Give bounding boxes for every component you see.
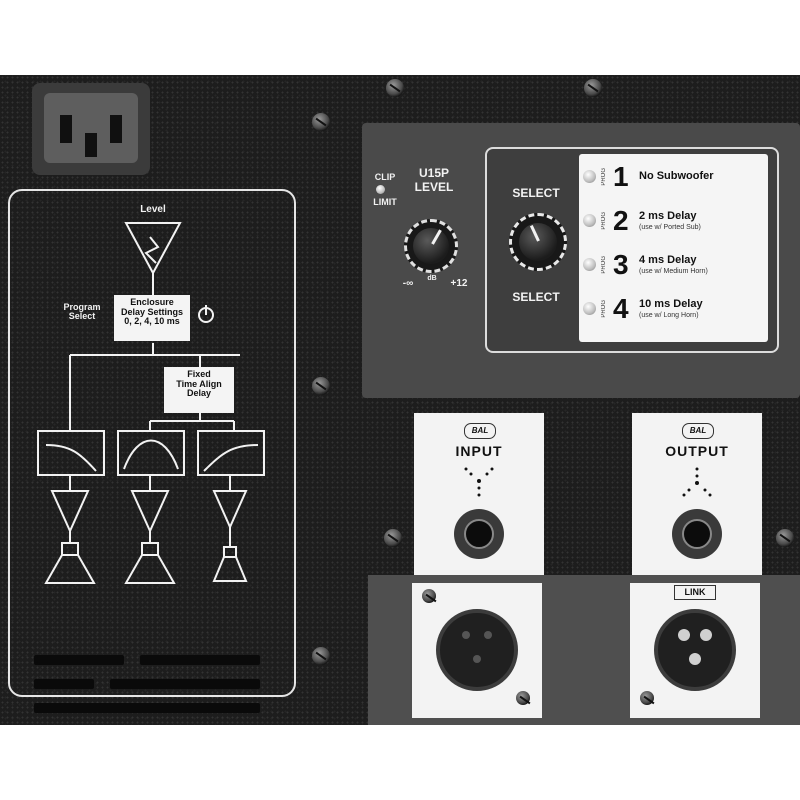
input-arrow-icon: [464, 467, 494, 497]
program-number-2: 2: [613, 205, 629, 236]
xlr-screw: [640, 691, 654, 705]
vent-slot: [34, 655, 124, 665]
diagram-level-label: Level: [140, 204, 166, 215]
panel-screw: [386, 79, 404, 97]
input-jack-hole: [464, 519, 494, 549]
program-label-card: PROG 1 No Subwoofer PROG 2 2 ms Delay (u…: [579, 154, 768, 342]
xlr-output-pin: [689, 653, 701, 665]
clip-label: CLIP: [374, 172, 396, 182]
program-led-3: [583, 258, 596, 271]
signal-flow-diagram: Level: [8, 189, 296, 697]
level-triangle: [124, 222, 182, 276]
program-led-4: [583, 302, 596, 315]
limit-label: LIMIT: [373, 197, 397, 207]
level-knob-label: LEVEL: [414, 180, 454, 194]
program-name-2: 2 ms Delay: [639, 210, 697, 222]
output-label: OUTPUT: [665, 443, 729, 459]
xlr-input-pin: [473, 655, 481, 663]
select-top-label: SELECT: [512, 186, 560, 200]
output-bal-badge: BAL: [682, 423, 714, 439]
output-jack[interactable]: [672, 509, 722, 559]
program-select-knob-cap: [519, 223, 557, 261]
output-jack-card: BAL OUTPUT: [632, 413, 762, 575]
program-prefix-3: PROG: [601, 256, 607, 274]
fixed-time-align-box: Fixed Time Align Delay: [164, 367, 234, 413]
program-name-3: 4 ms Delay: [639, 254, 697, 266]
xlr-output-pin: [678, 629, 690, 641]
xlr-screw: [422, 589, 436, 603]
vent-slot: [34, 703, 260, 713]
panel-screw: [312, 377, 330, 395]
xlr-output-card: LINK: [630, 583, 760, 718]
program-number-1: 1: [613, 161, 629, 192]
program-note-3: (use w/ Medium Horn): [639, 268, 708, 275]
power-pin-right: [110, 115, 122, 143]
panel-screw: [584, 79, 602, 97]
enclosure-delay-box: Enclosure Delay Settings 0, 2, 4, 10 ms: [114, 295, 190, 341]
program-prefix-2: PROG: [601, 212, 607, 230]
program-row-4: PROG 4 10 ms Delay (use w/ Long Horn): [583, 294, 765, 334]
panel-screw: [312, 113, 330, 131]
diagram-graphics: [37, 222, 265, 584]
input-bal-badge: BAL: [464, 423, 496, 439]
program-name-1: No Subwoofer: [639, 170, 714, 182]
panel-screw: [312, 647, 330, 665]
input-label: INPUT: [455, 443, 503, 459]
vent-slot: [110, 679, 260, 689]
link-label: LINK: [674, 585, 716, 600]
program-led-2: [583, 214, 596, 227]
level-max-label: +12: [450, 278, 468, 289]
panel-screw: [776, 529, 794, 547]
select-bottom-label: SELECT: [512, 290, 560, 304]
xlr-input-connector[interactable]: [436, 609, 518, 691]
input-jack[interactable]: [454, 509, 504, 559]
program-name-4: 10 ms Delay: [639, 298, 703, 310]
xlr-output-pin: [700, 629, 712, 641]
power-pin-left: [60, 115, 72, 143]
program-row-2: PROG 2 2 ms Delay (use w/ Ported Sub): [583, 206, 765, 246]
output-jack-hole: [682, 519, 712, 549]
xlr-input-pin: [484, 631, 492, 639]
vent-slot: [140, 655, 260, 665]
xlr-screw: [516, 691, 530, 705]
program-row-1: PROG 1 No Subwoofer: [583, 162, 765, 202]
vent-slot: [34, 679, 94, 689]
input-jack-card: BAL INPUT: [414, 413, 544, 575]
clip-limit-led: [376, 185, 385, 194]
program-note-4: (use w/ Long Horn): [639, 312, 699, 319]
speaker-rear-panel: Level: [0, 75, 800, 725]
program-select-knob[interactable]: [509, 213, 567, 271]
xlr-connector-strip: LINK: [368, 575, 800, 725]
xlr-output-connector[interactable]: [654, 609, 736, 691]
xlr-input-pin: [462, 631, 470, 639]
model-label: U15P: [418, 166, 450, 180]
program-number-4: 4: [613, 293, 629, 324]
program-led-1: [583, 170, 596, 183]
program-select-label: Program Select: [63, 302, 101, 322]
panel-screw: [384, 529, 402, 547]
level-mid-label: dB: [427, 275, 437, 282]
program-prefix-1: PROG: [601, 168, 607, 186]
power-pin-ground: [85, 133, 97, 157]
program-number-3: 3: [613, 249, 629, 280]
level-min-label: -∞: [402, 278, 414, 289]
power-inlet[interactable]: [32, 83, 150, 175]
level-knob-cap: [413, 228, 449, 264]
output-arrow-icon: [682, 467, 712, 497]
program-note-2: (use w/ Ported Sub): [639, 224, 701, 231]
power-inlet-socket: [44, 93, 138, 163]
xlr-input-card: [412, 583, 542, 718]
program-prefix-4: PROG: [601, 300, 607, 318]
program-row-3: PROG 3 4 ms Delay (use w/ Medium Horn): [583, 250, 765, 290]
level-knob[interactable]: [404, 219, 458, 273]
